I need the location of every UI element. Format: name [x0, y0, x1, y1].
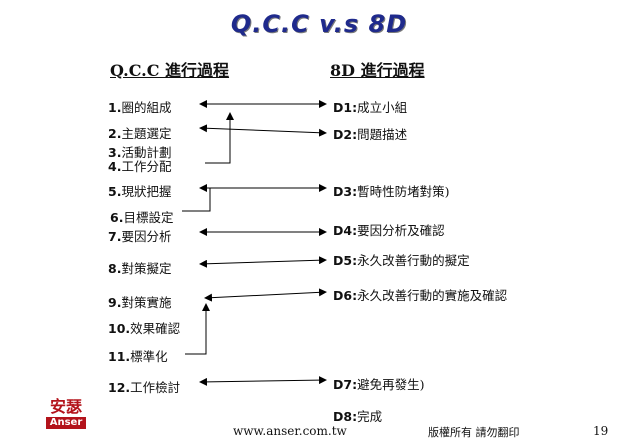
qcc-step-2: 2.主題選定: [108, 126, 172, 141]
slide-title: Q.C.C v.s 8D: [230, 10, 408, 38]
arrow-9-d6: [204, 288, 327, 302]
qcc-step-11: 11.標準化: [108, 349, 168, 364]
arrow-2-d2: [199, 124, 327, 137]
8d-step-d2: D2:問題描述: [333, 127, 408, 142]
8d-step-d1: D1:成立小組: [333, 100, 408, 115]
8d-step-d8: D8:完成: [333, 409, 383, 424]
arrow-12-d7: [199, 376, 327, 386]
8d-step-d4: D4:要因分析及確認: [333, 223, 445, 238]
qcc-step-10: 10.效果確認: [108, 321, 181, 336]
qcc-step-3: 3.活動計劃: [108, 145, 172, 160]
qcc-step-1: 1.圈的組成: [108, 100, 172, 115]
qcc-step-8: 8.對策擬定: [108, 261, 172, 276]
qcc-step-12: 12.工作檢討: [108, 380, 181, 395]
bracket-5-6: [182, 187, 211, 212]
qcc-step-6: 6.目標設定: [110, 210, 174, 225]
page-number: 19: [593, 424, 609, 438]
8d-step-d6: D6:永久改善行動的實施及確認: [333, 288, 508, 303]
8d-step-d7: D7:避免再發生): [333, 377, 425, 392]
bracket-3-4: [205, 112, 234, 164]
8d-step-d5: D5:永久改善行動的擬定: [333, 253, 470, 268]
8d-step-d3: D3:暫時性防堵對策): [333, 184, 450, 199]
anser-logo: 安瑟 Anser: [46, 398, 86, 438]
8d-column-header: 8D 進行過程: [330, 61, 425, 80]
arrow-8-d5: [199, 256, 327, 268]
footer-copyright: 版權所有 請勿翻印: [428, 426, 520, 439]
qcc-column-header: Q.C.C 進行過程: [110, 61, 230, 80]
qcc-step-4: 4.工作分配: [108, 159, 172, 174]
qcc-step-7: 7.要因分析: [108, 229, 172, 244]
footer-website: www.anser.com.tw: [233, 424, 347, 438]
qcc-step-9: 9.對策實施: [108, 295, 172, 310]
bracket-10-11: [185, 303, 210, 355]
qcc-step-5: 5.現狀把握: [108, 184, 172, 199]
